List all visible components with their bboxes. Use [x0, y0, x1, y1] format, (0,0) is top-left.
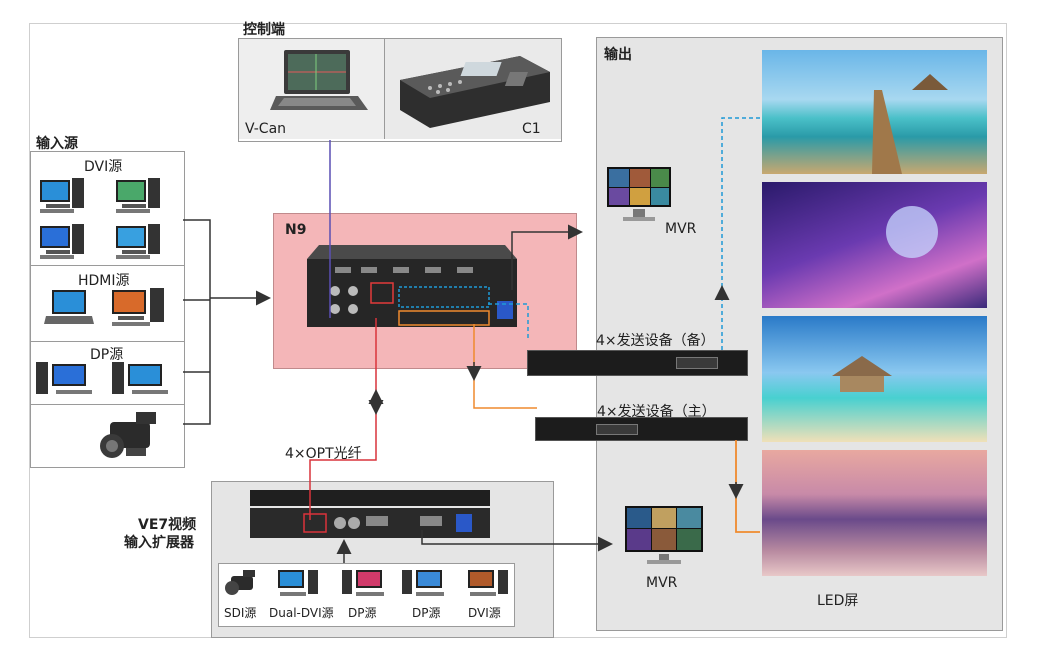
rack-device-icon — [250, 490, 490, 538]
ve7-input-label: DP源 — [412, 606, 441, 620]
ve7-input-label: Dual-DVI源 — [269, 606, 334, 620]
n9-label: N9 — [285, 222, 307, 238]
dp-source-label: DP源 — [90, 347, 124, 363]
led-panel-image — [762, 182, 987, 308]
ve7-input-label: DP源 — [348, 606, 377, 620]
mvr-top-label: MVR — [665, 221, 697, 237]
sender-main-label: 4×发送设备（主） — [597, 404, 716, 420]
ve7-input-label: DVI源 — [468, 606, 501, 620]
dvi-source-label: DVI源 — [84, 159, 123, 175]
sender-backup-label: 4×发送设备（备） — [596, 333, 715, 349]
control-panel — [238, 38, 562, 142]
ve7-label-line1: VE7视频 — [138, 517, 197, 533]
hdmi-source-label: HDMI源 — [78, 273, 130, 289]
laptop-icon — [270, 48, 370, 118]
rack-device-icon — [305, 245, 520, 329]
c1-label: C1 — [522, 121, 541, 137]
led-panel-image — [762, 450, 987, 576]
led-panel-image — [762, 316, 987, 442]
led-label: LED屏 — [817, 593, 859, 609]
monitor-icon — [605, 165, 673, 227]
rack-device-icon — [527, 350, 748, 376]
mvr-bottom-label: MVR — [646, 575, 678, 591]
ve7-label-line2: 输入扩展器 — [124, 535, 194, 551]
opt-fiber-label: 4×OPT光纤 — [285, 446, 362, 462]
vcan-label: V-Can — [245, 121, 287, 137]
rack-device-icon — [535, 417, 748, 441]
ve7-input-label: SDI源 — [224, 606, 257, 620]
console-icon — [390, 50, 555, 130]
input-title: 输入源 — [36, 136, 78, 152]
led-panel-image — [762, 50, 987, 174]
control-title: 控制端 — [243, 22, 285, 38]
monitor-icon — [623, 504, 705, 566]
output-title: 输出 — [604, 47, 632, 63]
